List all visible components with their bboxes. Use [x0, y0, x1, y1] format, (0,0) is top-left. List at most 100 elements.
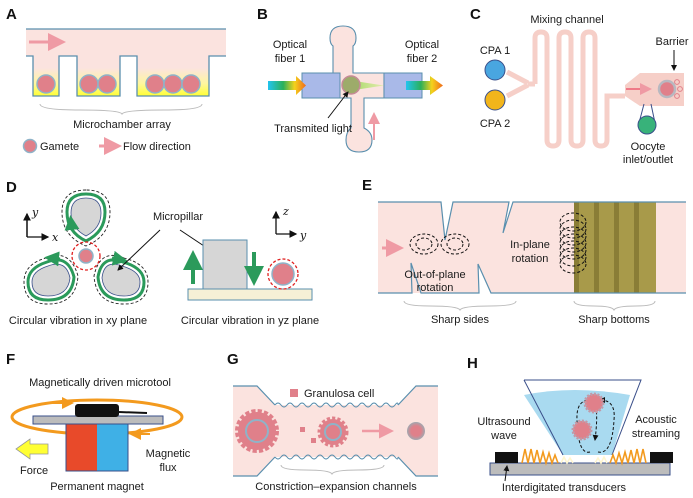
label-sharp-sides: Sharp sides	[431, 314, 490, 326]
ultrasound-wave-left	[521, 448, 559, 466]
cumulus-oocyte-complex-medium	[317, 416, 349, 448]
caption-microchamber-array: Microchamber array	[73, 119, 171, 131]
label-flux-1: Magnetic	[146, 448, 191, 460]
granulosa-cell-icon	[290, 389, 298, 397]
gamete-icon	[163, 74, 183, 94]
panel-d: D y x Micropillar z	[6, 179, 319, 327]
label-ultrasound-1: Ultrasound	[477, 416, 530, 428]
label-transducers: Interdigitated transducers	[502, 482, 627, 494]
channel-walls	[233, 385, 438, 477]
label-microtool: Magnetically driven microtool	[29, 377, 171, 389]
label-out-of-plane-2: rotation	[417, 282, 454, 294]
label-micropillar: Micropillar	[153, 211, 203, 223]
helical-rotation	[559, 212, 587, 274]
label-force: Force	[20, 465, 48, 477]
label-cpa-2: CPA 2	[480, 118, 510, 130]
label-fiber-2-line-1: Optical	[405, 39, 439, 51]
magnet-north	[66, 424, 97, 471]
gamete-icon	[97, 74, 117, 94]
micropillar-left	[23, 254, 79, 305]
label-flux-2: flux	[159, 462, 177, 474]
barrier-post	[674, 79, 680, 85]
oocyte-icon	[657, 79, 677, 99]
label-oocyte-line-2: inlet/outlet	[623, 154, 673, 166]
cpa-1-reservoir	[484, 59, 506, 81]
label-fiber-1-line-1: Optical	[273, 39, 307, 51]
streaming-loop-left	[576, 399, 599, 453]
gamete-icon	[341, 75, 361, 95]
label-fiber-2-line-2: fiber 2	[407, 53, 438, 65]
channel-walls	[378, 201, 686, 294]
cumulus-cell-cluster	[571, 419, 593, 441]
light-beam-in	[268, 76, 306, 95]
label-acoustic-1: Acoustic	[635, 414, 677, 426]
cumulus-oocyte-complex-large	[235, 409, 279, 453]
panel-letter-e: E	[362, 177, 372, 194]
platform	[32, 415, 164, 425]
ultrasound-wave-left-faded	[560, 455, 574, 465]
transducer-pointer	[503, 465, 510, 482]
label-transmitted-light: Transmited light	[274, 123, 352, 135]
barrier-post	[674, 93, 680, 99]
panel-g: G Granulosa cell Constriction–expansion …	[227, 351, 438, 493]
panel-b: B Optical fiber 1 Optical fiber 2 Transm…	[257, 6, 443, 153]
denuded-oocyte	[407, 422, 425, 440]
microtool-body	[75, 404, 119, 417]
label-cpa-1: CPA 1	[480, 45, 510, 57]
gamete-icon	[78, 248, 94, 264]
panel-letter-a: A	[6, 6, 17, 23]
label-fiber-1-line-2: fiber 1	[275, 53, 306, 65]
oocyte-port	[637, 115, 657, 135]
green-rotation-arrow	[111, 250, 128, 266]
axis-label-y: y	[31, 206, 39, 219]
panel-letter-b: B	[257, 6, 268, 23]
brace-sharp-bottoms	[573, 300, 656, 312]
axis-label-x: x	[52, 231, 59, 244]
vortex-right	[440, 233, 470, 255]
micropillar-top	[61, 189, 111, 247]
gamete-icon	[36, 74, 56, 94]
panel-c: C Mixing channel Barrier Oocyte inlet/ou…	[470, 6, 689, 166]
label-in-plane-2: rotation	[512, 253, 549, 265]
annotation-arrow	[327, 91, 349, 119]
vortex-left-inner	[415, 237, 433, 251]
green-rotation-arrow	[64, 215, 80, 231]
force-arrow-icon	[15, 438, 49, 460]
micropillar-pointer	[117, 229, 161, 271]
caption-yz-plane: Circular vibration in yz plane	[181, 315, 319, 327]
axis-label-z: z	[282, 205, 289, 218]
vortex-right-inner	[446, 237, 464, 251]
red-vibration-path	[267, 258, 299, 290]
panel-letter-g: G	[227, 351, 239, 368]
panel-letter-c: C	[470, 6, 481, 23]
granulosa-cell	[300, 427, 305, 432]
label-out-of-plane-1: Out-of-plane	[404, 269, 465, 281]
label-sharp-bottoms: Sharp bottoms	[578, 314, 650, 326]
wavy-wall-top	[274, 402, 399, 408]
gamete-icon	[22, 138, 38, 154]
light-beam-out	[406, 76, 443, 95]
label-acoustic-2: streaming	[632, 428, 680, 440]
legend-flow-direction: Flow direction	[123, 141, 191, 153]
brace-sharp-sides	[403, 300, 517, 312]
channel-right	[656, 202, 686, 293]
gamete-icon	[271, 262, 295, 286]
granulosa-cell	[311, 438, 316, 443]
ultrasound-wave-right	[609, 448, 647, 466]
serpentine-mixing-channel	[532, 29, 625, 149]
gamete-icon	[79, 74, 99, 94]
panel-e: E Out-of-plane rotation In-plane rotatio…	[362, 177, 686, 326]
cumulus-cell-cluster	[583, 392, 605, 414]
green-rotation-arrow	[44, 251, 61, 267]
inlet-y-junction	[505, 69, 535, 99]
optical-fiber-1	[301, 72, 341, 99]
transducer-left	[495, 452, 518, 463]
panel-a: A Microchamber array Gamete Flow directi…	[6, 6, 226, 155]
axis-label-y2: y	[299, 229, 307, 242]
micropillar-side	[202, 239, 248, 290]
vortex-left	[409, 233, 439, 255]
panel-h: H Ultrasound wave Acoustic streaming Int…	[467, 355, 680, 494]
legend-granulosa-cell: Granulosa cell	[304, 388, 374, 400]
label-oocyte-line-1: Oocyte	[631, 141, 666, 153]
